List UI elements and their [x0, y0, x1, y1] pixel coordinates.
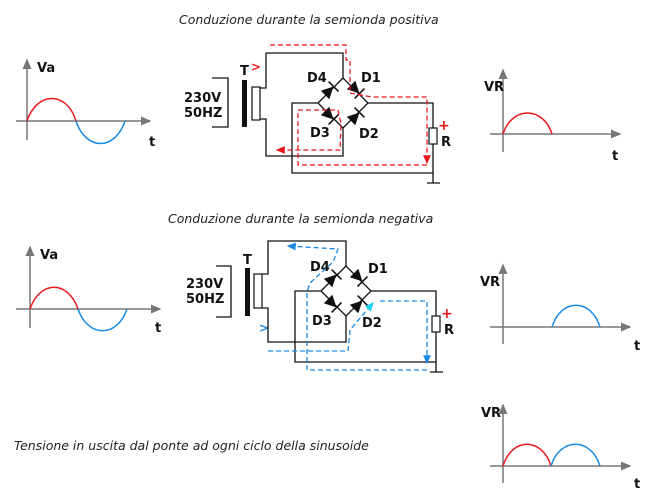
transformer-label: T — [240, 64, 249, 79]
rectified-negative-wave — [551, 304, 601, 328]
diode-d3 — [322, 293, 343, 314]
voltage-label: 230V — [186, 277, 223, 292]
secondary-winding — [251, 86, 261, 121]
primary-winding — [216, 265, 232, 318]
y-label: VR — [480, 275, 500, 290]
plus-sign: + — [441, 306, 453, 322]
positive-half-wave — [29, 286, 79, 310]
graph-input-positive: Va t — [16, 58, 155, 150]
resistor-label: R — [444, 323, 454, 338]
flow-mark: > — [259, 321, 269, 335]
transformer-core — [242, 80, 247, 127]
graph-output-negative: VR t — [480, 263, 640, 354]
frequency-label: 50HZ — [184, 106, 222, 121]
diode-d3 — [319, 105, 340, 126]
d1-label: D1 — [368, 262, 388, 277]
x-label: t — [155, 321, 161, 336]
current-flow-negative — [268, 302, 374, 352]
ground-icon — [430, 362, 443, 373]
voltage-label: 230V — [184, 91, 221, 106]
graph-output-positive: VR t — [484, 68, 622, 164]
primary-winding — [212, 77, 229, 128]
rectified-first-wave — [502, 443, 552, 467]
negative-half-wave — [77, 308, 128, 332]
caption-positive: Conduzione durante la semionda positiva — [179, 12, 439, 27]
d1-label: D1 — [361, 71, 381, 86]
positive-half-wave — [26, 97, 77, 122]
rectified-positive-wave — [502, 112, 553, 135]
x-label: t — [612, 149, 618, 164]
transformer-label: T — [243, 253, 252, 268]
d3-label: D3 — [310, 126, 330, 141]
diode-d1 — [348, 267, 369, 288]
transformer-core — [245, 268, 250, 316]
diode-d2 — [348, 294, 369, 315]
y-label: Va — [37, 61, 55, 76]
y-label: VR — [481, 406, 501, 421]
x-label: t — [149, 135, 155, 150]
ground-icon — [427, 173, 440, 184]
current-return-negative — [286, 242, 427, 371]
rectified-second-wave — [550, 443, 601, 467]
d4-label: D4 — [307, 71, 327, 86]
caption-output: Tensione in uscita dal ponte ad ogni cic… — [14, 438, 369, 453]
d2-label: D2 — [362, 316, 382, 331]
caption-negative: Conduzione durante la semionda negativa — [168, 211, 434, 226]
frequency-label: 50HZ — [186, 292, 224, 307]
resistor-label: R — [441, 135, 451, 150]
y-label: VR — [484, 80, 504, 95]
graph-output-full: VR t — [481, 403, 640, 492]
plus-sign: + — [438, 118, 450, 134]
resistor — [428, 127, 438, 145]
current-flow-positive — [270, 44, 431, 165]
y-label: Va — [40, 248, 58, 263]
secondary-winding — [253, 273, 263, 309]
flow-mark: > — [251, 60, 261, 74]
x-label: t — [634, 339, 640, 354]
graph-input-negative: Va t — [16, 245, 162, 336]
resistor — [431, 315, 441, 333]
x-label: t — [634, 477, 640, 492]
d3-label: D3 — [312, 314, 332, 329]
diode-d2 — [345, 106, 366, 127]
negative-half-wave — [75, 120, 126, 145]
d2-label: D2 — [359, 127, 379, 142]
current-return-positive — [275, 109, 427, 166]
circuit-positive: 230V 50HZ T > D4 D1 D3 D2 + R — [184, 44, 451, 184]
d4-label: D4 — [310, 260, 330, 275]
circuit-negative: 230V 50HZ T > D4 D1 D3 D2 + R — [186, 240, 454, 373]
